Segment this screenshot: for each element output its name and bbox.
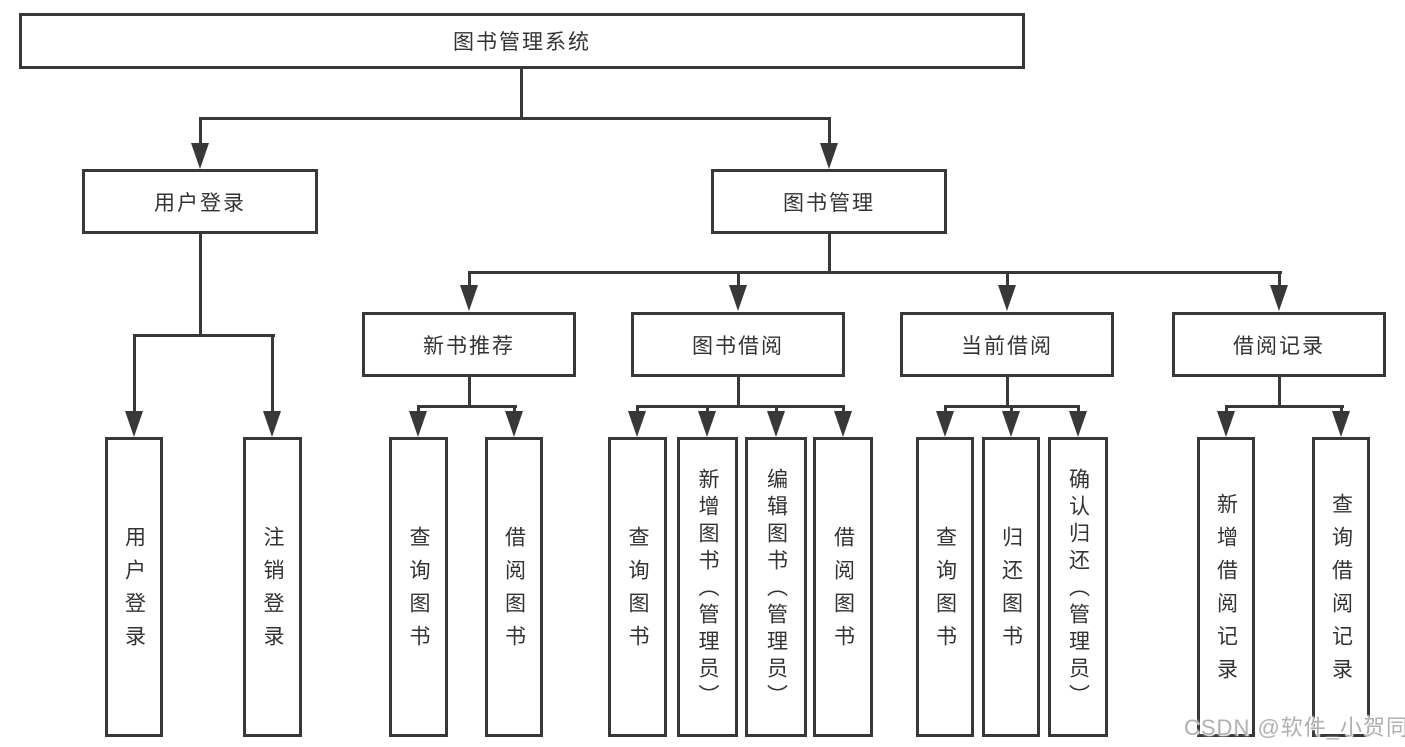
- arrowhead-down-icon: [460, 285, 478, 311]
- arrowhead-down-icon: [767, 411, 785, 437]
- arrowhead-down-icon: [191, 143, 209, 169]
- leaf-label: 编辑图书（管理员）: [764, 467, 788, 711]
- node-book-borrowing: 图书借阅: [631, 312, 845, 377]
- node-current-borrowing: 当前借阅: [900, 312, 1114, 377]
- arrowhead-down-icon: [998, 285, 1016, 311]
- connector-bar: [1225, 405, 1344, 408]
- leaf-label: 归还图书: [999, 526, 1023, 658]
- connector-stem: [199, 234, 202, 334]
- node-new-book-recommendation: 新书推荐: [362, 312, 576, 377]
- connector-stem: [1010, 405, 1013, 415]
- leaf-borrow-borrow-books: 借阅图书: [813, 437, 873, 737]
- leaf-label: 新增借阅记录: [1214, 493, 1238, 691]
- leaf-label: 借阅图书: [502, 526, 526, 658]
- leaf-label: 查询借阅记录: [1329, 493, 1353, 691]
- connector-stem: [199, 117, 202, 147]
- node-borrowing-records: 借阅记录: [1172, 312, 1386, 377]
- connector-bar: [199, 117, 831, 120]
- arrowhead-down-icon: [1069, 411, 1087, 437]
- node-book-management: 图书管理: [711, 169, 947, 234]
- leaf-label: 用户登录: [122, 526, 146, 658]
- arrowhead-down-icon: [505, 411, 523, 437]
- connector-stem: [1225, 405, 1228, 415]
- leaf-records-query-borrow-record: 查询借阅记录: [1312, 437, 1370, 737]
- node-user-login: 用户登录: [82, 169, 318, 234]
- leaf-label: 新增图书（管理员）: [696, 467, 719, 711]
- connector-stem: [828, 117, 831, 147]
- leaf-current-return-books: 归还图书: [982, 437, 1040, 737]
- connector-bar: [133, 334, 275, 337]
- node-label: 当前借阅: [961, 334, 1053, 358]
- connector-stem: [636, 405, 639, 415]
- connector-bar: [468, 271, 1282, 274]
- connector-stem: [1278, 377, 1281, 408]
- node-label: 图书管理: [783, 191, 875, 215]
- connector-bar: [417, 405, 517, 408]
- connector-stem: [842, 405, 845, 415]
- connector-stem: [513, 405, 516, 415]
- leaf-label: 确认归还（管理员）: [1066, 467, 1090, 711]
- arrowhead-down-icon: [834, 411, 852, 437]
- node-label: 图书借阅: [692, 334, 784, 358]
- connector-stem: [520, 68, 523, 120]
- arrowhead-down-icon: [125, 411, 143, 437]
- node-library-management-system: 图书管理系统: [19, 13, 1025, 69]
- node-label: 新书推荐: [423, 334, 515, 358]
- connector-stem: [1006, 377, 1009, 408]
- arrowhead-down-icon: [1002, 411, 1020, 437]
- connector-stem: [775, 405, 778, 415]
- connector-stem: [737, 377, 740, 408]
- arrowhead-down-icon: [1217, 411, 1235, 437]
- node-label: 借阅记录: [1233, 334, 1325, 358]
- leaf-records-add-borrow-record: 新增借阅记录: [1197, 437, 1255, 737]
- leaf-label: 查询图书: [933, 526, 957, 658]
- leaf-current-confirm-return-admin: 确认归还（管理员）: [1048, 437, 1108, 737]
- connector-bar: [636, 405, 845, 408]
- connector-stem: [468, 377, 471, 408]
- arrowhead-down-icon: [628, 411, 646, 437]
- leaf-recommend-borrow-books: 借阅图书: [485, 437, 543, 737]
- leaf-login-user-login: 用户登录: [105, 437, 163, 737]
- arrowhead-down-icon: [409, 411, 427, 437]
- leaf-borrow-query-books: 查询图书: [608, 437, 667, 737]
- connector-stem: [1278, 271, 1281, 289]
- leaf-label: 注销登录: [261, 526, 284, 658]
- arrowhead-down-icon: [729, 285, 747, 311]
- connector-stem: [737, 271, 740, 289]
- node-label: 图书管理系统: [453, 31, 591, 54]
- arrowhead-down-icon: [263, 411, 281, 437]
- connector-stem: [944, 405, 947, 415]
- leaf-login-logout: 注销登录: [243, 437, 302, 737]
- connector-stem: [706, 405, 709, 415]
- arrowhead-down-icon: [1332, 411, 1350, 437]
- node-label: 用户登录: [154, 191, 246, 215]
- leaf-borrow-edit-books-admin: 编辑图书（管理员）: [745, 437, 807, 737]
- connector-stem: [271, 334, 274, 413]
- leaf-current-query-books: 查询图书: [916, 437, 974, 737]
- leaf-label: 查询图书: [626, 526, 649, 658]
- leaf-label: 借阅图书: [831, 526, 855, 658]
- connector-stem: [1340, 405, 1343, 415]
- watermark: CSDN @软件_小贺同学: [1184, 715, 1405, 740]
- arrowhead-down-icon: [820, 143, 838, 169]
- leaf-borrow-add-books-admin: 新增图书（管理员）: [677, 437, 738, 737]
- arrowhead-down-icon: [698, 411, 716, 437]
- connector-stem: [133, 334, 136, 413]
- connector-stem: [417, 405, 420, 415]
- leaf-recommend-query-books: 查询图书: [389, 437, 448, 737]
- arrowhead-down-icon: [936, 411, 954, 437]
- arrowhead-down-icon: [1270, 285, 1288, 311]
- connector-stem: [828, 234, 831, 274]
- connector-stem: [1006, 271, 1009, 289]
- connector-stem: [1077, 405, 1080, 415]
- connector-stem: [468, 271, 471, 289]
- leaf-label: 查询图书: [407, 526, 430, 658]
